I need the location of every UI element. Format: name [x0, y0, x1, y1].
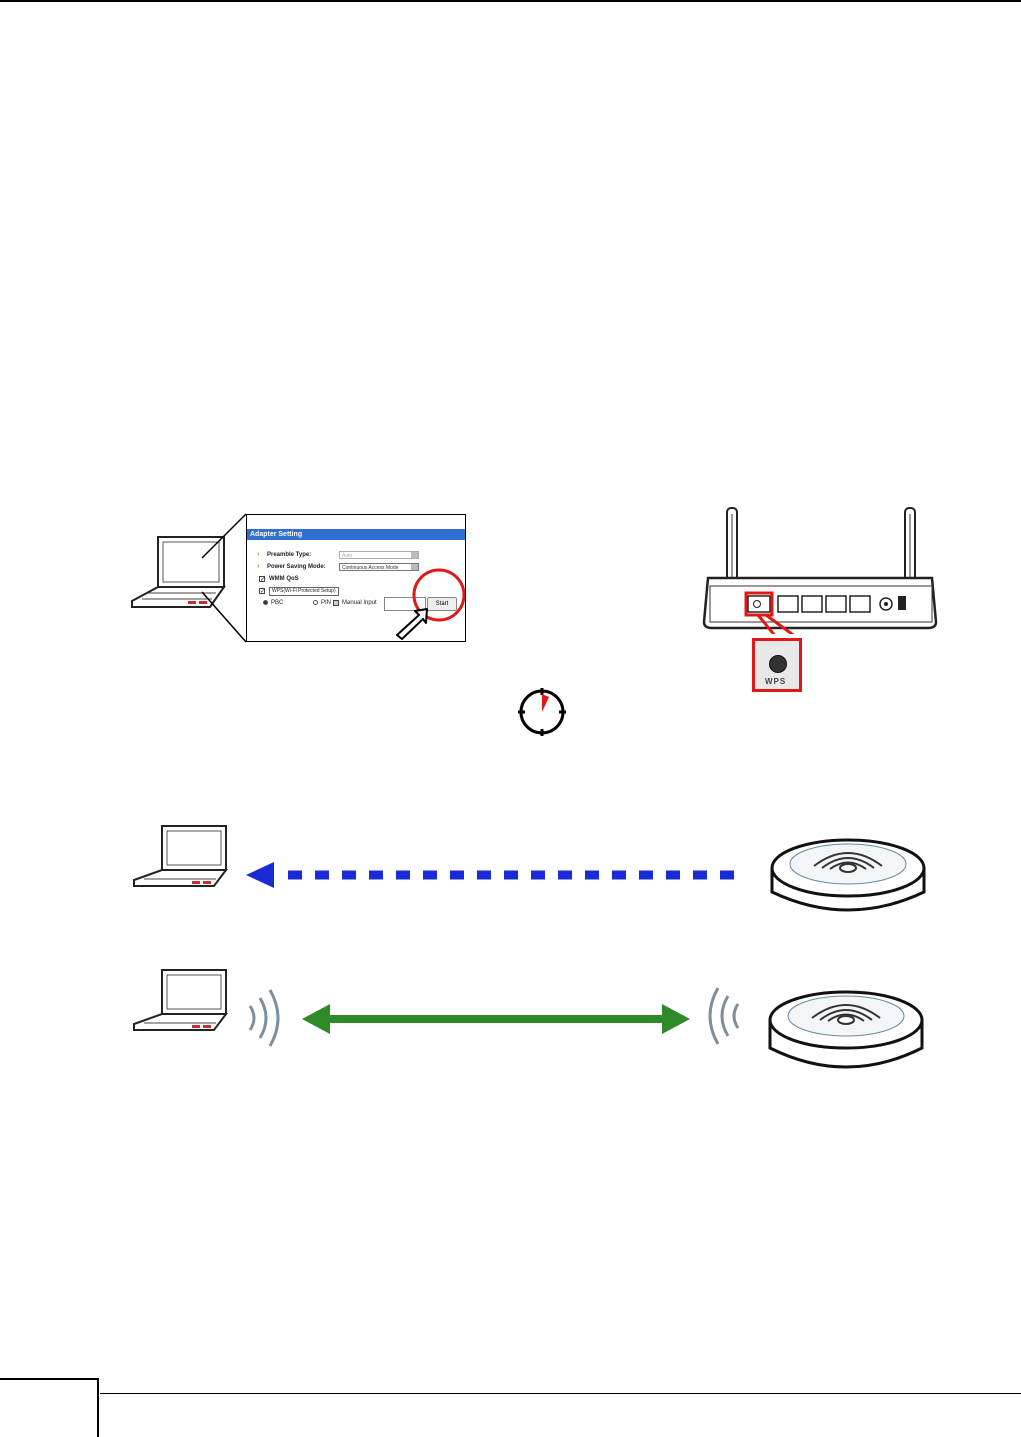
wps-checkbox[interactable]: ✓ [259, 588, 266, 595]
power-saving-select[interactable]: Continuous Access Mode [339, 563, 419, 571]
chevron-down-icon [411, 552, 418, 558]
start-button[interactable]: Start [427, 597, 457, 611]
laptop-icon [130, 968, 230, 1034]
wps-button-label: WPS [765, 677, 787, 686]
wmm-checkbox[interactable]: ✓ [259, 576, 266, 583]
wps-label: WPS(Wi-Fi Protected Setup) [269, 587, 339, 596]
callout-lines [200, 512, 250, 644]
adapter-setting-panel: Adapter Setting › Preamble Type: Auto › … [246, 514, 466, 642]
wireless-router-icon [700, 504, 940, 634]
wmm-row: ✓ WMM QoS [247, 573, 465, 585]
wmm-label: WMM QoS [269, 576, 299, 582]
pbc-radio[interactable] [263, 600, 268, 605]
access-point-icon [766, 834, 930, 918]
wps-button[interactable] [769, 655, 787, 673]
manual-input-label: Manual Input [342, 600, 377, 606]
cursor-arrow-icon [393, 607, 429, 641]
access-point-icon [764, 986, 928, 1076]
preamble-select[interactable]: Auto [339, 551, 419, 559]
adapter-setting-title: Adapter Setting [247, 529, 465, 540]
preamble-row: › Preamble Type: Auto [247, 549, 465, 561]
discovery-arrow [244, 858, 744, 892]
manual-input-checkbox[interactable] [333, 600, 339, 606]
pbc-label: PBC [271, 600, 284, 606]
wps-button-zoom: WPS [752, 638, 802, 692]
chevron-right-icon: › [257, 551, 260, 558]
wps-mode-row: PBC PIN Manual Input [247, 597, 465, 609]
start-highlight-circle [411, 567, 465, 623]
wps-row: ✓ WPS(Wi-Fi Protected Setup) [247, 585, 465, 597]
preamble-label: Preamble Type: [267, 552, 312, 558]
wifi-signal-icon [702, 984, 746, 1048]
pin-radio[interactable] [313, 600, 318, 605]
top-rule [0, 0, 1021, 2]
chevron-right-icon: › [257, 563, 260, 570]
laptop-icon [128, 535, 228, 611]
power-saving-label: Power Saving Mode: [267, 564, 326, 570]
connection-arrow [300, 1000, 692, 1038]
power-saving-row: › Power Saving Mode: Continuous Access M… [247, 561, 465, 573]
page-number-box [0, 1378, 99, 1437]
footer-rule [100, 1393, 1021, 1394]
chevron-down-icon [411, 564, 418, 570]
laptop-icon [130, 824, 230, 890]
wifi-signal-icon [242, 986, 286, 1050]
pin-label: PIN [321, 600, 332, 606]
timer-icon [516, 686, 568, 738]
